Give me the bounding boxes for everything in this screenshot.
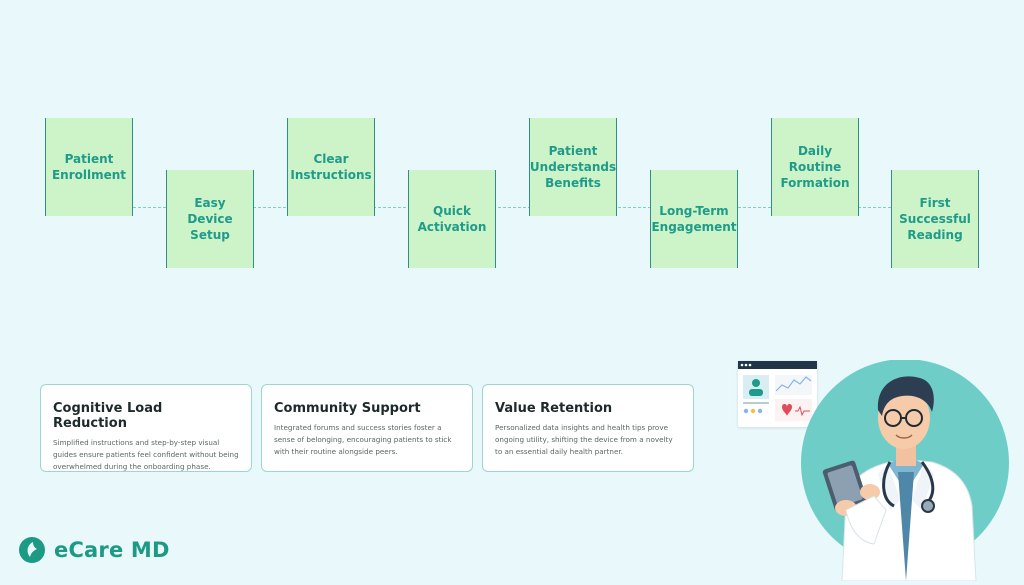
card-text: Personalized data insights and health ti… bbox=[495, 423, 673, 456]
card-text: Integrated forums and success stories fo… bbox=[274, 423, 452, 456]
brand-logo: eCare MD bbox=[18, 536, 170, 564]
flow-step-label: Quick Activation bbox=[417, 204, 487, 234]
flow-connector-line bbox=[133, 207, 891, 208]
flow-step-label: Patient Enrollment bbox=[51, 152, 127, 182]
doctor-with-tablet-icon bbox=[790, 359, 1024, 582]
flow-step-clear-instructions: Clear Instructions bbox=[287, 118, 375, 216]
flow-step-long-term-engagement: Long-Term Engagement bbox=[650, 170, 738, 268]
card-text: Simplified instructions and step-by-step… bbox=[53, 438, 239, 471]
leaf-logo-icon bbox=[19, 537, 45, 563]
card-title: Value Retention bbox=[495, 401, 613, 416]
flow-step-label: Patient Understands Benefits bbox=[529, 144, 617, 190]
flow-step-label: First Successful Reading bbox=[899, 196, 971, 242]
flow-step-daily-routine-formation: Daily Routine Formation bbox=[771, 118, 859, 216]
flow-step-label: Daily Routine Formation bbox=[780, 144, 850, 190]
flow-step-label: Clear Instructions bbox=[290, 152, 372, 182]
card-title: Cognitive Load Reduction bbox=[53, 401, 163, 431]
flow-step-label: Easy Device Setup bbox=[187, 196, 233, 242]
info-card-cognitive-load: Cognitive Load Reduction Simplified inst… bbox=[40, 384, 252, 472]
flow-step-label: Long-Term Engagement bbox=[651, 204, 737, 234]
flow-step-patient-understands-benefits: Patient Understands Benefits bbox=[529, 118, 617, 216]
flow-step-easy-device-setup: Easy Device Setup bbox=[166, 170, 254, 268]
flow-step-quick-activation: Quick Activation bbox=[408, 170, 496, 268]
health-dashboard-icon bbox=[738, 361, 817, 427]
flow-step-first-successful-reading: First Successful Reading bbox=[891, 170, 979, 268]
info-card-value-retention: Value Retention Personalized data insigh… bbox=[482, 384, 694, 472]
card-title: Community Support bbox=[274, 401, 421, 416]
brand-name: eCare MD bbox=[54, 538, 170, 562]
flow-step-patient-enrollment: Patient Enrollment bbox=[45, 118, 133, 216]
info-card-community-support: Community Support Integrated forums and … bbox=[261, 384, 473, 472]
